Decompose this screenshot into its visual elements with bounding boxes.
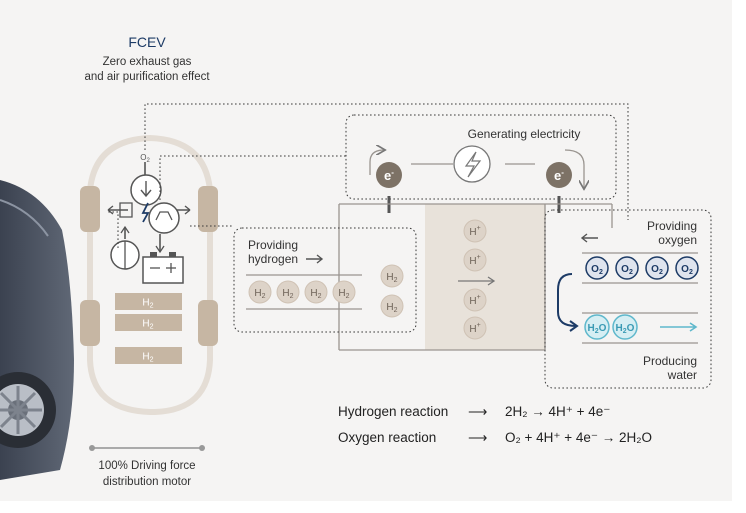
hydrogen-arrow-icon [306, 254, 324, 264]
providing-hydrogen-line-1: Providing [248, 238, 298, 252]
hydrogen-reaction-arrow: ⟶ [468, 404, 488, 419]
hydrogen-reaction-label: Hydrogen reaction [338, 404, 448, 419]
electron-left-label: e- [384, 168, 394, 183]
motor-line-1: 100% Driving force [98, 460, 195, 472]
car-h2-tank-2 [115, 314, 182, 331]
proton-1: H+ [469, 225, 480, 238]
oxygen-reaction-equation: O₂ + 4H⁺ + 4e⁻ → 2H₂O [505, 430, 652, 445]
electron-left [376, 162, 402, 188]
car-frame [80, 134, 218, 415]
motor-line-2: distribution motor [103, 476, 191, 488]
oxygen-reaction-arrow: ⟶ [468, 430, 488, 445]
oxygen-arrow-icon [580, 233, 598, 243]
car-h2-tank-1 [115, 293, 182, 310]
providing-oxygen-line-2: oxygen [658, 233, 697, 247]
oxygen-reaction-label: Oxygen reaction [338, 430, 436, 445]
svg-text:H2: H2 [254, 288, 265, 300]
svg-text:H2: H2 [386, 302, 397, 314]
proton-3: H+ [469, 294, 480, 307]
hydrogen-molecules: H2 H2 H2 H2 H2 H2 [248, 264, 404, 318]
proton-2: H+ [469, 254, 480, 267]
water-out-arrow-icon [660, 322, 698, 332]
subtitle-line-1: Zero exhaust gas [103, 56, 192, 68]
proton-arrow-icon [458, 276, 496, 286]
car-o2-label: O2 [140, 153, 150, 164]
providing-hydrogen-line-2: hydrogen [248, 252, 298, 266]
oxygen-to-water-arrow [557, 273, 577, 327]
wheel-rear-right [198, 300, 218, 346]
svg-text:O2: O2 [681, 264, 693, 276]
car-motor-circle [148, 202, 180, 234]
producing-water-line-2: water [667, 368, 697, 382]
proton-4: H+ [469, 322, 480, 335]
oxygen-water-box [544, 209, 712, 389]
svg-text:H2O: H2O [616, 323, 635, 335]
svg-text:O2: O2 [621, 264, 633, 276]
wheel-rear-left [80, 300, 100, 346]
subtitle-line-2: and air purification effect [84, 71, 210, 83]
svg-text:H2: H2 [386, 272, 397, 284]
title: FCEV [128, 34, 166, 50]
hydrogen-box [233, 227, 417, 333]
electron-right [546, 162, 572, 188]
car-photo [0, 180, 74, 480]
car-battery-icon [142, 256, 184, 284]
electron-right-label: e- [554, 168, 564, 183]
car-bolt-icon [141, 202, 150, 223]
providing-oxygen-line-1: Providing [647, 219, 697, 233]
generating-electricity-box [345, 114, 617, 200]
car-internals: O2 H2 H2 [107, 153, 191, 364]
car-h2-tank-2-label: H2 [142, 319, 153, 331]
producing-water-line-1: Producing [643, 354, 697, 368]
svg-text:H2: H2 [282, 288, 293, 300]
proton-column: H+ H+ H+ H+ [458, 219, 496, 340]
motor-caption: 100% Driving force distribution motor [89, 445, 205, 488]
generating-electricity-label: Generating electricity [468, 127, 581, 141]
svg-text:H2: H2 [310, 288, 321, 300]
oxygen-molecules: O2 O2 O2 O2 [585, 256, 699, 280]
lightning-bolt-icon [453, 145, 491, 183]
svg-text:O2: O2 [651, 264, 663, 276]
svg-text:H2: H2 [338, 288, 349, 300]
electric-circuit: e- e- [369, 145, 584, 213]
svg-text:H2O: H2O [588, 323, 607, 335]
car-left-arrow-icon [107, 205, 128, 215]
car-h2-tank-3 [115, 347, 182, 364]
water-molecules: H2O H2O [584, 314, 638, 340]
car-h2-tank-3-label: H2 [142, 352, 153, 364]
car-h2-tank-1-label: H2 [142, 298, 153, 310]
svg-text:O2: O2 [591, 264, 603, 276]
reactions: Hydrogen reaction ⟶ 2H₂ → 4H⁺ + 4e⁻ Oxyg… [338, 404, 652, 445]
wheel-front-left [80, 186, 100, 232]
wheel-front-right [198, 186, 218, 232]
dashed-connectors [108, 103, 629, 248]
hydrogen-reaction-equation: 2H₂ → 4H⁺ + 4e⁻ [505, 404, 610, 419]
